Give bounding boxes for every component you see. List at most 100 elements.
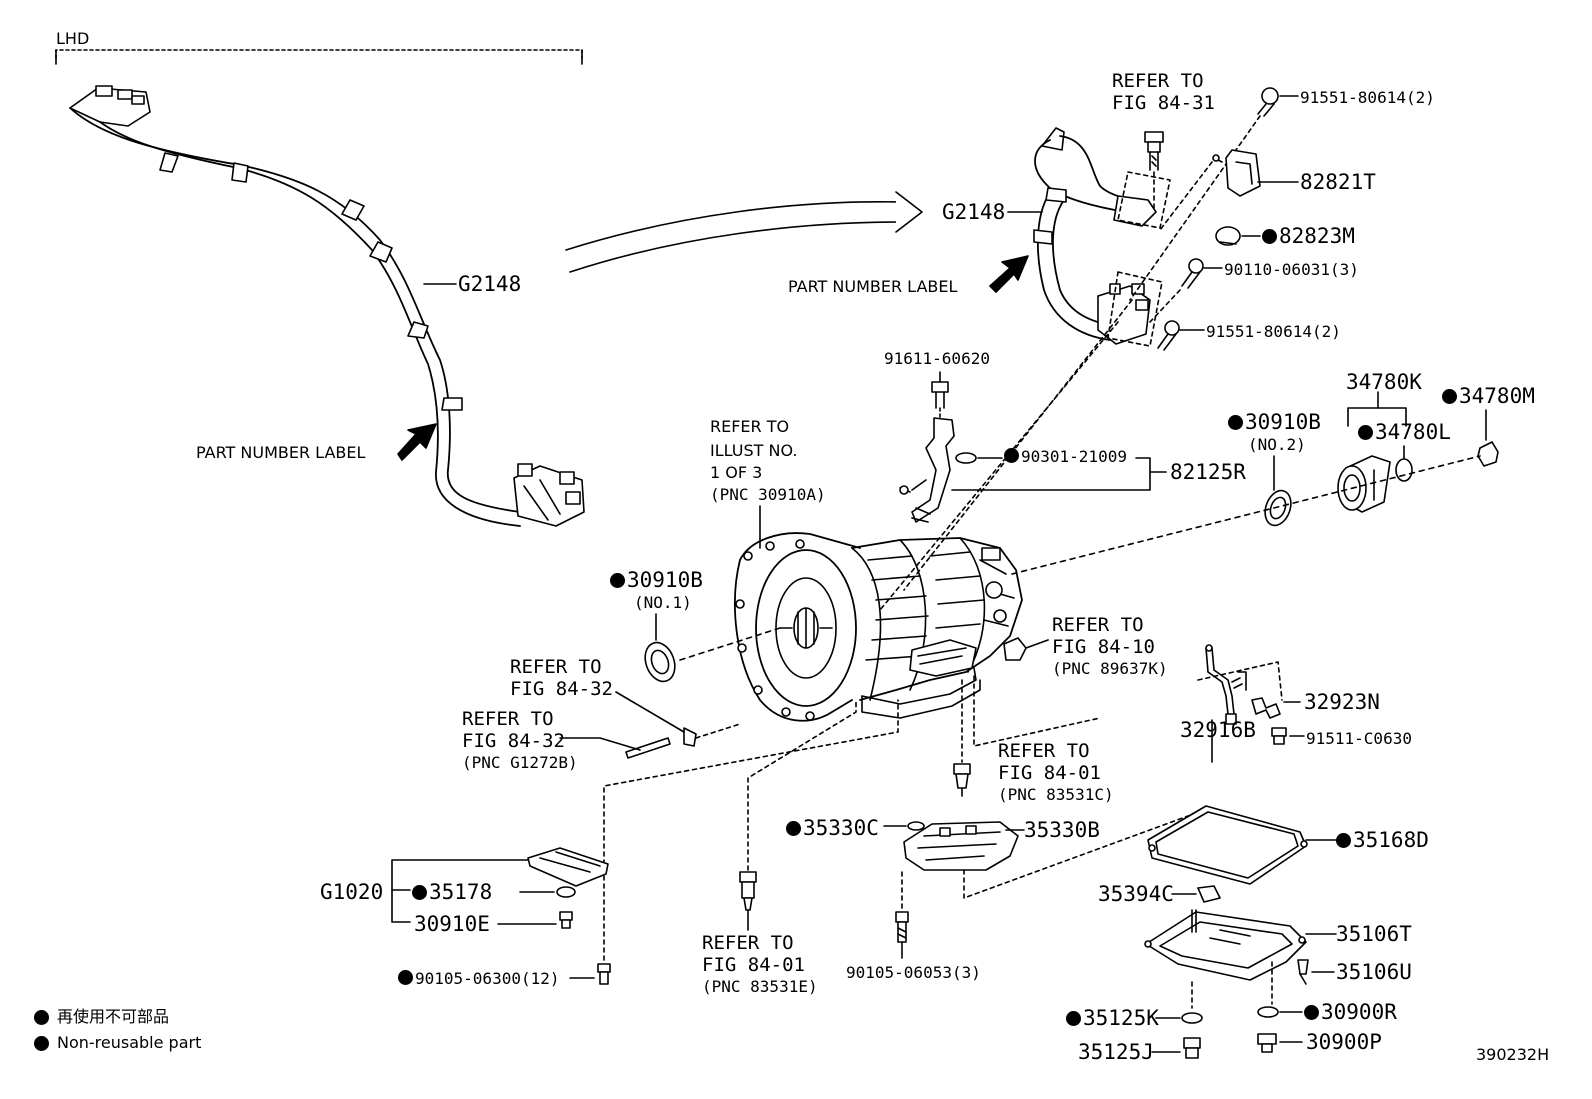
harness-to-trans-dash-2 (903, 299, 1133, 591)
bolt-91551-low-drawing (1157, 320, 1205, 351)
sensor-82125R-drawing (899, 371, 1167, 523)
legend-text-jp: 再使用不可部品 (57, 1007, 170, 1026)
g1020-dash (603, 699, 899, 961)
callout-90105-06300: 90105-06300(12) (398, 968, 560, 990)
illust-ref-line3: 1 OF 3 (710, 463, 763, 482)
callout-91611: 91611-60620 (884, 349, 990, 368)
callout-32916B: 32916B (1180, 718, 1256, 742)
refer-84-32-parts (559, 691, 741, 759)
bolt-refer-84-31 (1144, 131, 1164, 209)
transmission-assembly-drawing (679, 505, 1049, 722)
refer-84-32b-line3: (PNC G1272B) (462, 753, 578, 772)
legend-row-jp: 再使用不可部品 (34, 1006, 169, 1028)
callout-90110: 90110-06031(3) (1224, 260, 1359, 279)
non-reusable-icon (34, 1035, 49, 1051)
refer-84-01b-line2: FIG 84-01 (702, 954, 805, 976)
refer-84-01a-line2: FIG 84-01 (998, 762, 1101, 784)
callout-90301: 90301-21009 (1004, 446, 1127, 468)
cap-82823M-drawing (1215, 226, 1261, 246)
callout-35394C: 35394C (1098, 882, 1174, 906)
callout-32923N: 32923N (1304, 690, 1380, 714)
valve-body-35330B-drawing (883, 807, 1211, 959)
illust-ref-line4: (PNC 30910A) (710, 485, 826, 504)
non-reusable-icon (1262, 229, 1277, 244)
callout-82821T: 82821T (1300, 170, 1376, 194)
seal-30910B-no1-drawing (644, 613, 676, 683)
oil-pan-35106T-drawing (1144, 909, 1337, 1009)
refer-84-32a-line1: REFER TO (510, 656, 602, 678)
refer-84-10-line3: (PNC 89637K) (1052, 659, 1168, 678)
refer-84-31-line2: FIG 84-31 (1112, 92, 1215, 114)
callout-35330B: 35330B (1024, 818, 1100, 842)
callout-30910B-no1: 30910B (610, 568, 703, 592)
callout-30910B-no2: 30910B (1228, 410, 1321, 434)
callout-30900R: 30900R (1304, 1000, 1397, 1024)
lhd-label: LHD (56, 29, 90, 48)
non-reusable-icon (1442, 389, 1457, 404)
callout-91551-top: 91551-80614(2) (1300, 88, 1435, 107)
flange-34780K-drawing (1337, 391, 1499, 513)
right-label-arrow (989, 255, 1029, 293)
seal-30910B-no2-drawing (1264, 455, 1292, 527)
illust-ref-line1: REFER TO (710, 417, 790, 436)
output-axis-dash (1011, 455, 1481, 575)
callout-82125R: 82125R (1170, 460, 1246, 484)
refer-84-32b-line2: FIG 84-32 (462, 730, 565, 752)
non-reusable-icon (786, 821, 801, 836)
callout-g2148-left: G2148 (458, 272, 522, 296)
non-reusable-icon (1358, 425, 1373, 440)
lhd-bracket (55, 49, 583, 65)
callout-g2148-right: G2148 (942, 200, 1006, 224)
callout-G1020: G1020 (320, 880, 384, 904)
gasket-35168D-drawing (1147, 805, 1337, 885)
non-reusable-icon (1336, 833, 1351, 848)
bracket-82821T-drawing (1159, 149, 1299, 231)
non-reusable-icon (34, 1009, 49, 1025)
callout-30910B-no1-note: (NO.1) (634, 593, 692, 612)
non-reusable-icon (1066, 1011, 1081, 1026)
part-number-label-right: PART NUMBER LABEL (788, 277, 958, 296)
drain-plugs-drawing (1151, 1006, 1303, 1059)
cover-G1020-drawing (391, 847, 611, 985)
callout-35178: 35178 (412, 880, 492, 904)
callout-35125J: 35125J (1078, 1040, 1154, 1064)
part-number-label-left: PART NUMBER LABEL (196, 443, 366, 462)
callout-35106T: 35106T (1336, 922, 1412, 946)
refer-84-32a-line2: FIG 84-32 (510, 678, 613, 700)
callout-30910E: 30910E (414, 912, 490, 936)
tube-32916B-drawing (1197, 644, 1305, 763)
callout-90105-06053: 90105-06053(3) (846, 963, 981, 982)
right-harness-drawing (1007, 127, 1171, 347)
legend-text-en: Non-reusable part (57, 1033, 202, 1052)
bolt-91551-top-drawing (1129, 87, 1299, 301)
non-reusable-icon (412, 885, 427, 900)
screw-90110-drawing (1149, 258, 1223, 323)
harness-to-trans-dash (879, 321, 1119, 611)
transition-arrow (565, 191, 923, 273)
non-reusable-icon (398, 970, 413, 985)
refer-84-10-line2: FIG 84-10 (1052, 636, 1155, 658)
callout-30910B-no2-note: (NO.2) (1248, 435, 1306, 454)
legend-row-en: Non-reusable part (34, 1032, 201, 1054)
callout-35330C: 35330C (786, 816, 879, 840)
refer-84-01b-line3: (PNC 83531E) (702, 977, 818, 996)
left-harness-drawing (69, 85, 585, 527)
refer-84-01b-line1: REFER TO (702, 932, 794, 954)
refer-84-10-line1: REFER TO (1052, 614, 1144, 636)
figure-number: 390232H (1476, 1045, 1550, 1064)
callout-34780M: 34780M (1442, 384, 1535, 408)
non-reusable-icon (610, 573, 625, 588)
refer-84-32b-line1: REFER TO (462, 708, 554, 730)
callout-34780L: 34780L (1358, 420, 1451, 444)
callout-35125K: 35125K (1066, 1006, 1159, 1030)
callout-91511: 91511-C0630 (1306, 729, 1412, 748)
callout-82823M: 82823M (1262, 224, 1355, 248)
callout-30900P: 30900P (1306, 1030, 1382, 1054)
refer-8401b-dash (747, 699, 857, 871)
callout-35168D: 35168D (1336, 828, 1429, 852)
callout-35106U: 35106U (1336, 960, 1412, 984)
refer-84-31-line1: REFER TO (1112, 70, 1204, 92)
refer-84-01a-line1: REFER TO (998, 740, 1090, 762)
